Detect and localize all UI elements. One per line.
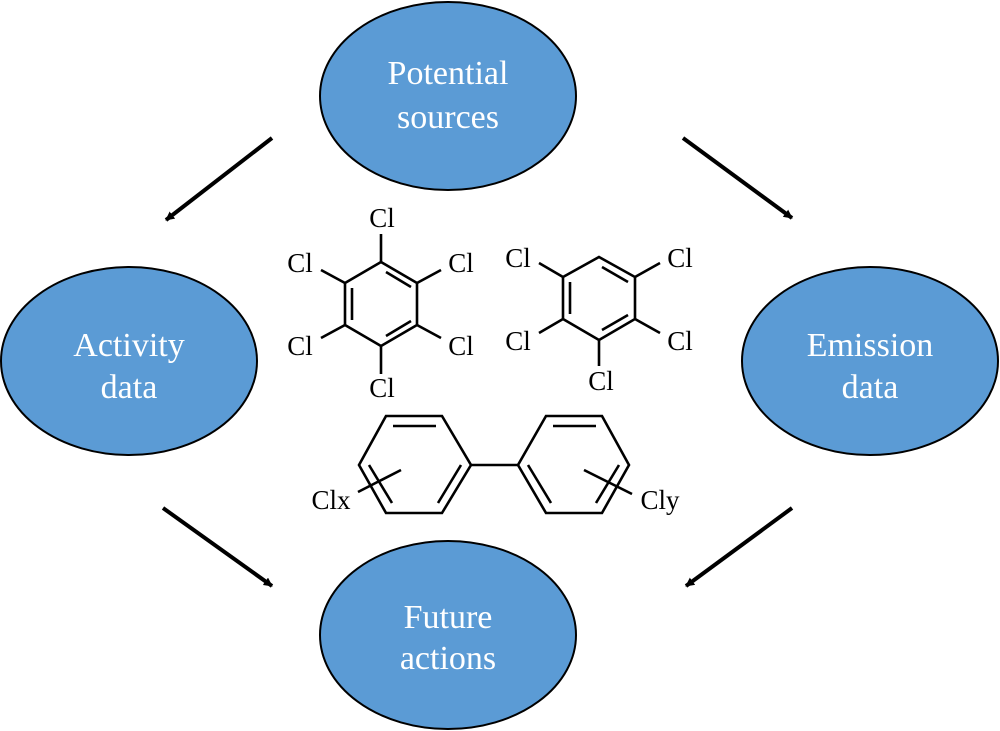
arrow-sources-to-activity	[164, 136, 274, 222]
node-label-line2: actions	[400, 640, 496, 677]
cl-label: Cl	[369, 373, 395, 403]
cl-label: Cl	[505, 326, 531, 356]
cl-label: Cl	[287, 331, 313, 361]
molecule-pentachlorobenzene: Cl Cl Cl Cl Cl	[505, 243, 693, 396]
cl-label: Cl	[588, 366, 614, 396]
cl-label: Cl	[448, 248, 474, 278]
node-ellipse	[319, 540, 577, 730]
node-label-line2: data	[842, 369, 899, 406]
molecule-pcb: Clx Cly	[311, 414, 680, 515]
node-ellipse	[741, 266, 999, 456]
cl-label: Cl	[448, 331, 474, 361]
node-future-actions: Future actions	[319, 540, 577, 730]
cly-label: Cly	[640, 485, 680, 515]
node-ellipse	[0, 266, 258, 456]
node-label-line2: data	[101, 369, 158, 406]
phenyl-ring-right	[516, 414, 631, 515]
arrow-activity-to-future	[161, 506, 274, 588]
node-label-line2: sources	[397, 99, 499, 136]
benzene-ring	[561, 255, 637, 342]
cl-label: Cl	[287, 248, 313, 278]
node-label-line1: Activity	[73, 327, 184, 364]
node-label-line1: Emission	[807, 327, 934, 364]
node-ellipse	[319, 1, 577, 191]
arrow-emission-to-future	[684, 506, 794, 588]
benzene-ring	[343, 260, 419, 348]
cl-label: Cl	[505, 243, 531, 273]
arrow-sources-to-emission	[681, 136, 794, 220]
node-potential-sources: Potential sources	[319, 1, 577, 191]
cl-label: Cl	[667, 243, 693, 273]
phenyl-ring-left	[357, 414, 473, 515]
clx-label: Clx	[311, 485, 351, 515]
cl-label: Cl	[369, 203, 395, 233]
cl-label: Cl	[667, 326, 693, 356]
molecule-hexachlorobenzene: Cl Cl Cl Cl Cl Cl	[287, 203, 474, 403]
node-activity-data: Activity data	[0, 266, 258, 456]
node-label-line1: Future	[404, 599, 493, 636]
node-label-line1: Potential	[388, 55, 509, 92]
node-emission-data: Emission data	[741, 266, 999, 456]
